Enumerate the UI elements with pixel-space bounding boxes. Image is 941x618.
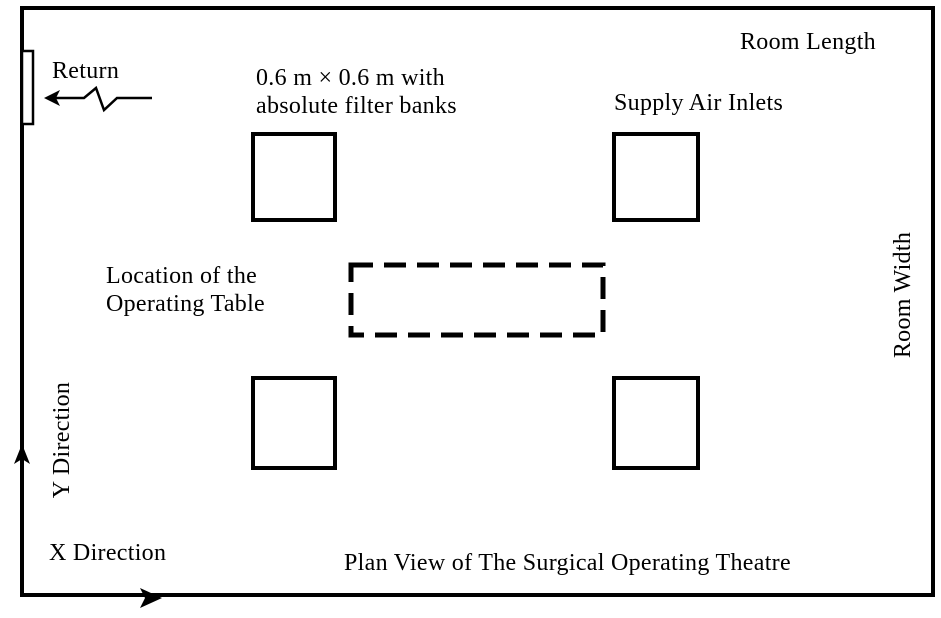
operating-table-label-line-2: Operating Table <box>106 291 265 317</box>
supply-inlet-bottom-left <box>251 376 337 470</box>
room-width-label: Room Width <box>890 231 916 359</box>
filter-bank-label: 0.6 m × 0.6 m with absolute filter banks <box>256 64 457 120</box>
y-axis-arrow-icon <box>14 444 30 470</box>
y-direction-label: Y Direction <box>49 381 75 499</box>
room-outline <box>20 6 935 597</box>
x-axis-arrow-icon <box>140 588 162 608</box>
room-length-label: Room Length <box>740 29 876 55</box>
return-grille <box>20 49 35 126</box>
operating-table-label-line-1: Location of the <box>106 263 258 289</box>
plan-title: Plan View of The Surgical Operating Thea… <box>344 550 791 576</box>
return-arrow-icon <box>44 85 152 113</box>
supply-inlet-top-right <box>612 132 700 222</box>
supply-inlet-top-left <box>251 132 337 222</box>
supply-air-inlets-label: Supply Air Inlets <box>614 90 784 116</box>
return-label: Return <box>52 58 120 84</box>
filter-bank-label-line-1: 0.6 m × 0.6 m with <box>256 65 445 91</box>
filter-bank-label-line-2: absolute filter banks <box>256 93 457 119</box>
x-direction-label: X Direction <box>49 540 167 566</box>
operating-table-outline <box>348 262 606 338</box>
operating-table-label: Location of the Operating Table <box>106 262 265 318</box>
supply-inlet-bottom-right <box>612 376 700 470</box>
